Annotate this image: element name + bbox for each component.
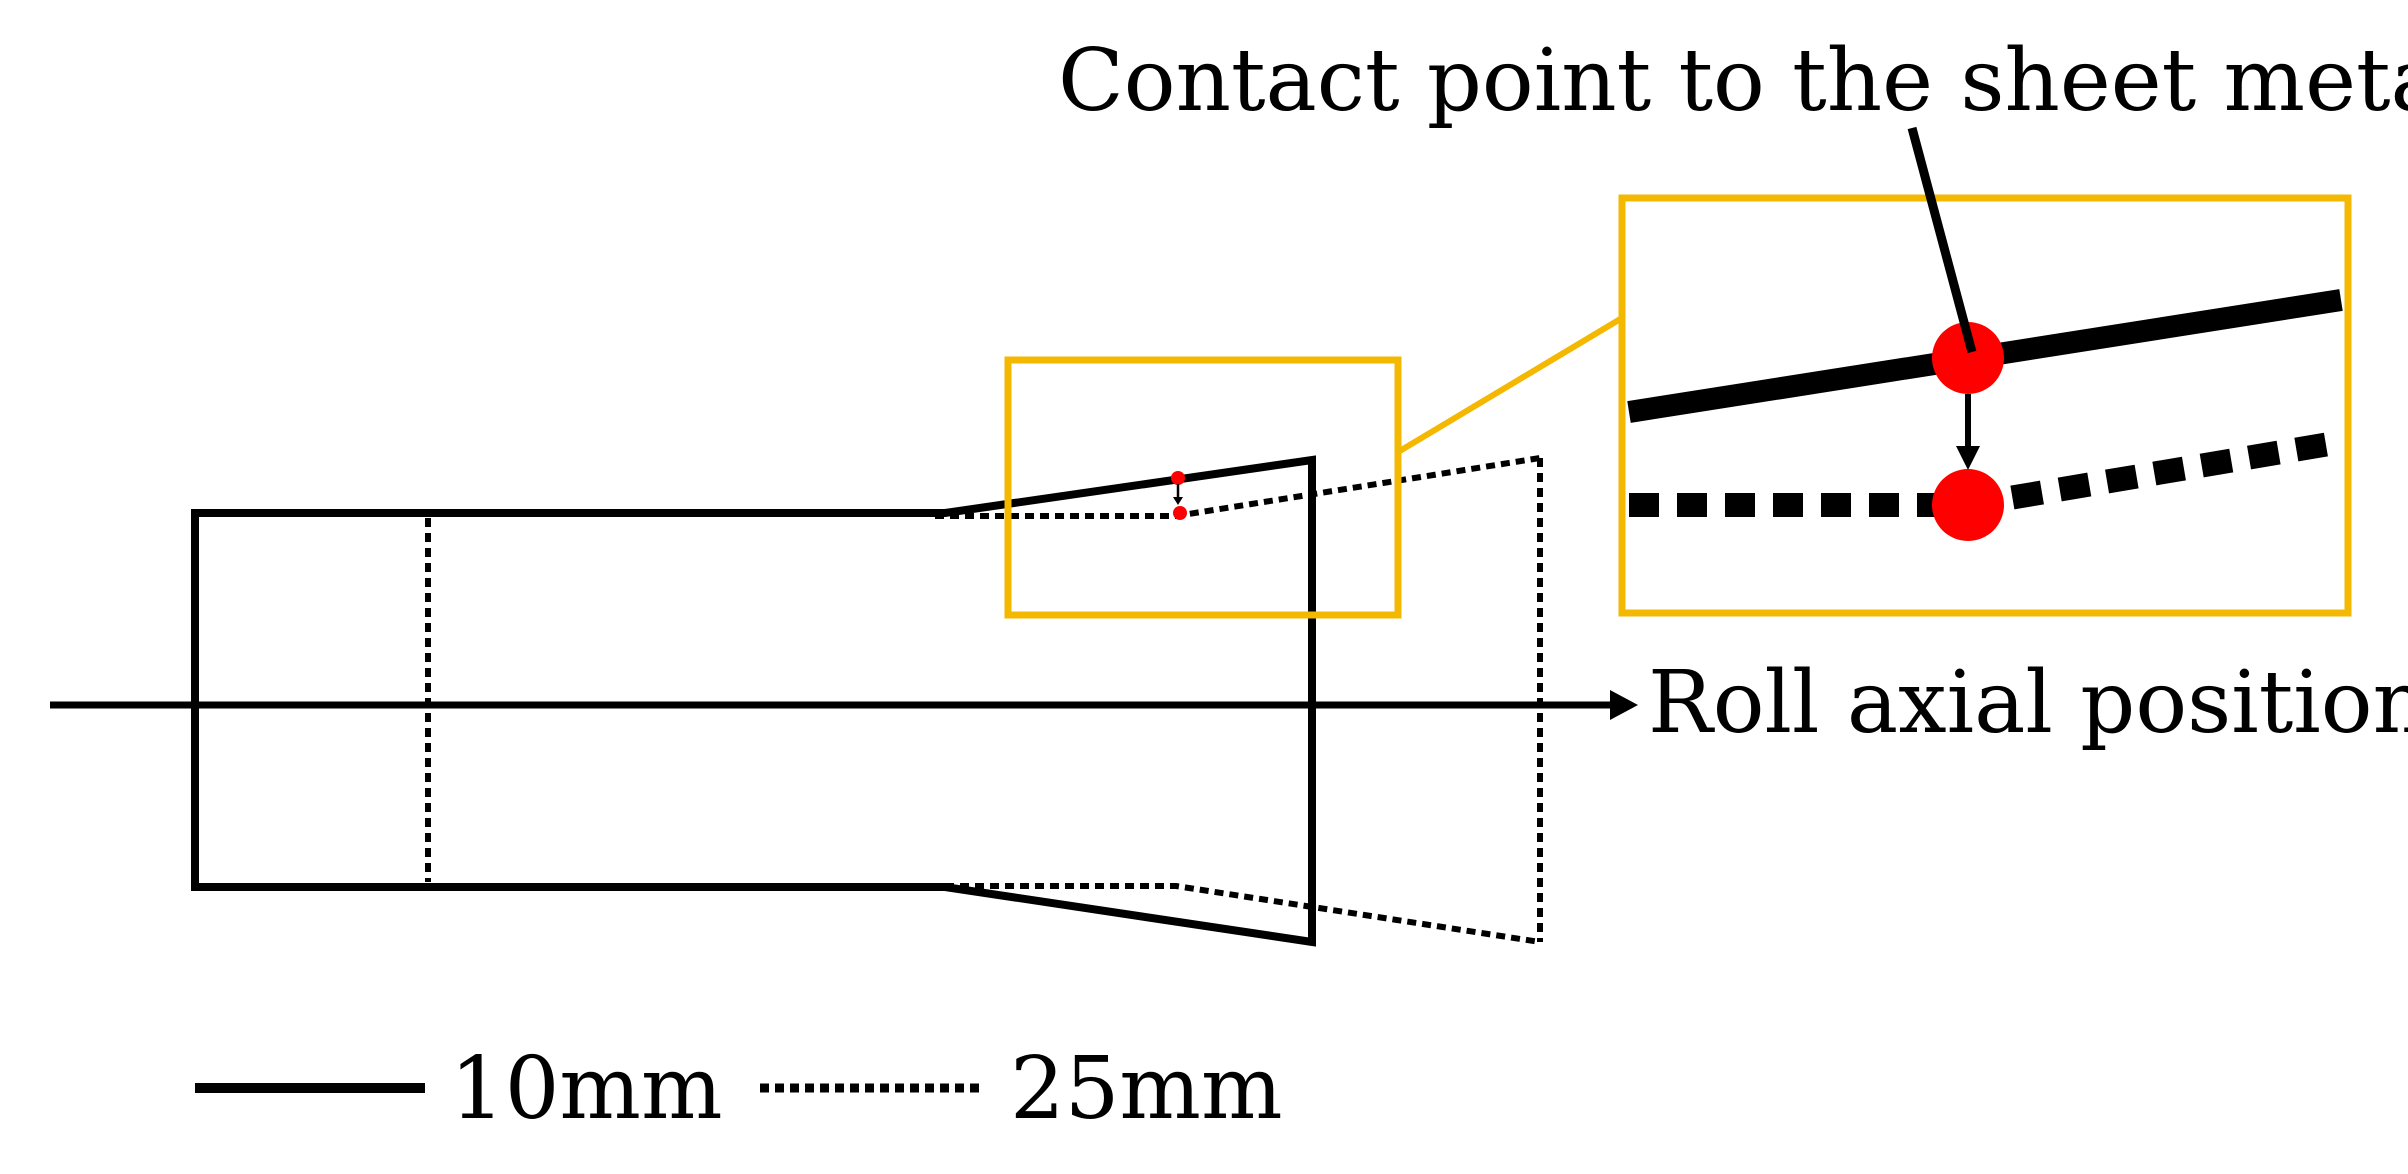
profile-25mm-outline — [425, 455, 1543, 945]
roll-axis — [50, 690, 1638, 720]
roll-axis-label: Roll axial position — [1648, 653, 2408, 753]
zoom-connector-line — [1396, 315, 1624, 455]
legend: 10mm 25mm — [195, 1039, 1283, 1139]
contact-point-markers-small — [1171, 471, 1187, 520]
zoom-contact-point-10mm — [1932, 322, 2004, 394]
contact-point-10mm — [1171, 471, 1185, 485]
contact-point-25mm — [1173, 506, 1187, 520]
legend-dotted-label: 25mm — [1010, 1039, 1283, 1139]
legend-solid-label: 10mm — [450, 1039, 723, 1139]
zoom-source-box — [1004, 356, 1402, 619]
zoom-inset — [1618, 194, 2352, 617]
contact-point-shift-arrowhead-small — [1173, 497, 1183, 505]
contact-point-leader — [1907, 126, 1977, 354]
profile-25mm-bottom-edge — [945, 883, 1541, 945]
profile-10mm-outline — [191, 455, 1316, 947]
roll-axis-arrowhead — [1610, 690, 1638, 720]
profile-25mm-top-edge — [935, 455, 1541, 519]
zoom-contact-shift-arrowhead — [1956, 446, 1980, 470]
zoom-inset-box — [1618, 194, 2352, 617]
contact-point-label: Contact point to the sheet metal — [1058, 31, 2408, 131]
zoom-contact-point-25mm — [1932, 469, 2004, 541]
